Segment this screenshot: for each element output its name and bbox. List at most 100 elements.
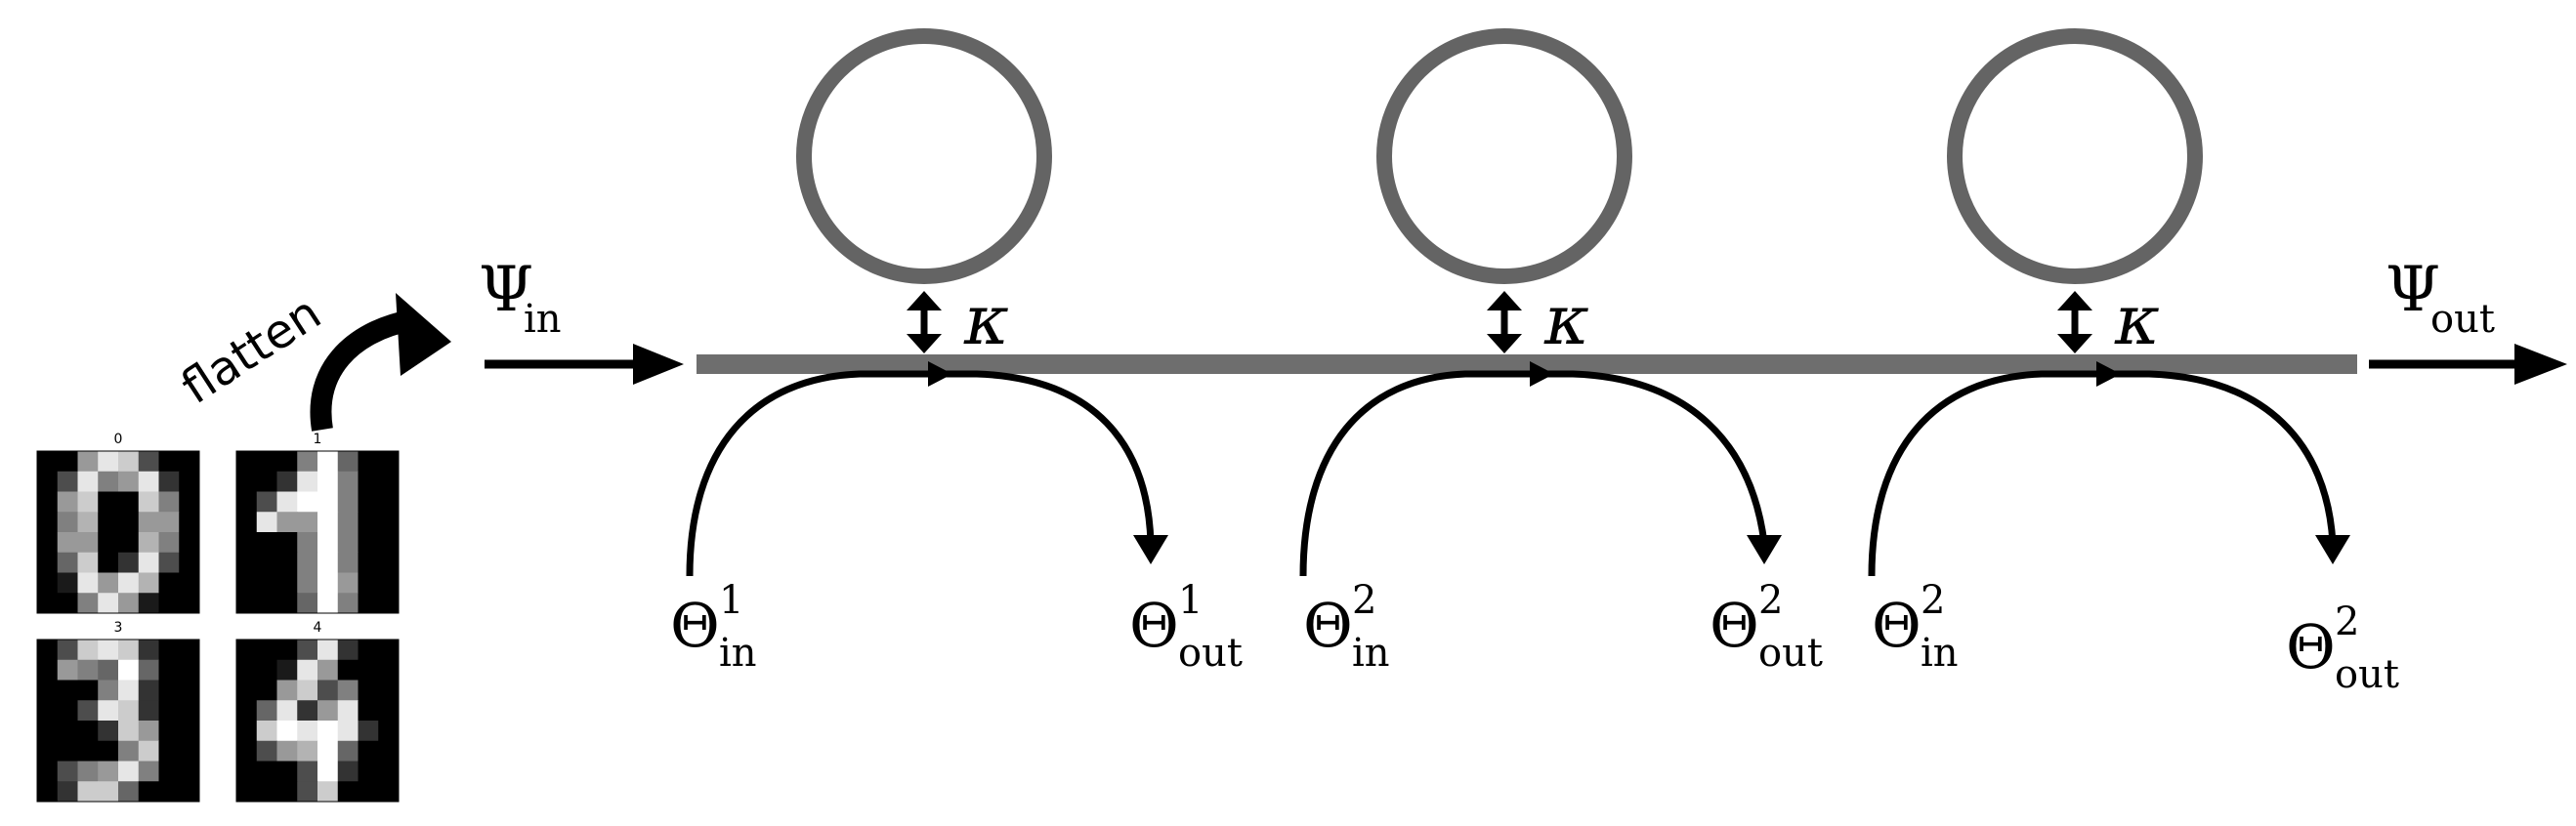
digit-pixel xyxy=(256,471,277,492)
digit-pixel xyxy=(358,471,379,492)
digit-pixel xyxy=(118,659,140,681)
digit-pixel xyxy=(276,721,298,742)
digit-pixel xyxy=(236,781,258,803)
digit-pixel xyxy=(98,572,119,594)
digit-pixel xyxy=(179,451,200,473)
digit-pixel xyxy=(138,680,159,701)
digit-pixel xyxy=(98,640,119,661)
digit-pixel xyxy=(317,700,339,722)
digit-pixel xyxy=(358,740,379,762)
digit-pixel xyxy=(317,740,339,762)
digit-pixel xyxy=(256,761,277,782)
digit-pixel xyxy=(337,512,359,533)
digit-pixel xyxy=(358,721,379,742)
digit-pixel xyxy=(158,512,180,533)
digit-pixel xyxy=(256,451,277,473)
digit-pixel xyxy=(378,721,400,742)
psi-out-base: Ψ xyxy=(2386,254,2440,326)
phase-arc xyxy=(1299,361,1782,577)
digit-pixel xyxy=(98,740,119,762)
digit-pixel xyxy=(158,532,180,554)
digit-pixel xyxy=(256,593,277,614)
digit-pixel xyxy=(98,532,119,554)
theta-out-sub: out xyxy=(1178,631,1243,676)
digit-pixel xyxy=(358,451,379,473)
digit-pixel xyxy=(317,593,339,614)
digit-pixel xyxy=(317,721,339,742)
digit-pixel xyxy=(297,740,318,762)
digit-pixel xyxy=(358,659,379,681)
digit-pixel xyxy=(337,593,359,614)
digit-pixel xyxy=(77,781,99,803)
digit-pixel xyxy=(37,572,59,594)
digit-pixel xyxy=(158,593,180,614)
digit-pixel xyxy=(256,721,277,742)
digit-pixel xyxy=(236,471,258,492)
theta-in-sub: in xyxy=(1352,631,1390,676)
digit-pixel xyxy=(297,781,318,803)
coupling-kappa: κ xyxy=(2114,280,2160,360)
digit-pixel xyxy=(138,532,159,554)
psi-in-base: Ψ xyxy=(479,254,533,326)
psi-out-label: Ψ out xyxy=(2386,254,2495,342)
digit-pixel xyxy=(158,552,180,573)
digit-pixel xyxy=(57,761,78,782)
digit-pixel xyxy=(297,640,318,661)
digit-pixel xyxy=(256,532,277,554)
digit-pixel xyxy=(118,700,140,722)
digit-pixel xyxy=(77,740,99,762)
theta-in-sub: in xyxy=(1921,631,1959,676)
digit-pixel xyxy=(276,512,298,533)
digit-pixel xyxy=(118,680,140,701)
digit-pixel xyxy=(118,761,140,782)
digit-pixel xyxy=(297,572,318,594)
digit-pixel xyxy=(337,740,359,762)
digit-pixel xyxy=(358,700,379,722)
digit-pixel xyxy=(138,640,159,661)
digit-pixel xyxy=(179,721,200,742)
digit-pixel xyxy=(118,740,140,762)
digit-pixel xyxy=(317,572,339,594)
digit-pixel xyxy=(37,740,59,762)
digit-pixel xyxy=(158,572,180,594)
digit-pixel xyxy=(37,781,59,803)
digit-pixel xyxy=(337,451,359,473)
digit-pixel xyxy=(236,552,258,573)
digit-pixel xyxy=(236,659,258,681)
digit-pixel xyxy=(179,740,200,762)
digit-pixel xyxy=(37,761,59,782)
digit-pixel xyxy=(297,471,318,492)
digit-pixel xyxy=(158,659,180,681)
digit-pixel xyxy=(358,761,379,782)
digit-pixel xyxy=(98,471,119,492)
digit-pixel xyxy=(276,552,298,573)
digit-pixel xyxy=(378,761,400,782)
digit-pixel xyxy=(276,471,298,492)
digit-pixel xyxy=(378,512,400,533)
digit-pixel xyxy=(337,491,359,513)
digit-pixel xyxy=(179,512,200,533)
digit-pixel xyxy=(37,721,59,742)
digit-pixel xyxy=(276,680,298,701)
digit-pixel xyxy=(77,680,99,701)
digit-pixel xyxy=(337,659,359,681)
ring-unit-1: κ Θ 1 in Θ 1 out xyxy=(670,28,1243,676)
digit-pixel xyxy=(179,532,200,554)
digit-pixel xyxy=(276,700,298,722)
ring-resonator xyxy=(1376,28,1632,284)
ring-resonator xyxy=(1947,28,2203,284)
digit-pixel xyxy=(37,552,59,573)
digit-pixel xyxy=(37,491,59,513)
digit-pixel xyxy=(138,740,159,762)
digit-pixel xyxy=(98,451,119,473)
digit-pixel xyxy=(378,471,400,492)
digit-panel-0: 0 xyxy=(36,432,200,614)
digit-pixel xyxy=(236,721,258,742)
digit-pixel xyxy=(179,593,200,614)
digit-pixel xyxy=(317,532,339,554)
digit-pixel xyxy=(236,593,258,614)
digit-pixel xyxy=(118,491,140,513)
psi-out-arrow xyxy=(2369,344,2567,385)
